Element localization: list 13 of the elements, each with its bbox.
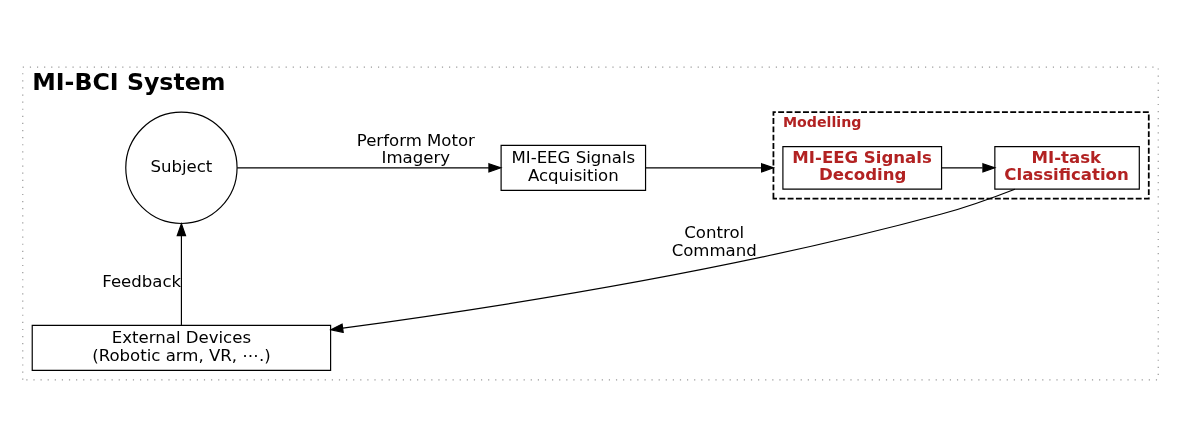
arrow <box>941 162 997 173</box>
node-circle: Subject <box>125 111 238 225</box>
arrow <box>645 162 776 173</box>
node-box: External Devices (Robotic arm, VR, ⋯.) <box>31 324 332 371</box>
edge-label: Feedback <box>102 272 182 292</box>
edge-label: Control Command <box>671 222 757 260</box>
edge-label: Perform Motor Imagery <box>356 130 475 168</box>
node-box: MI-EEG Signals Acquisition <box>500 144 647 191</box>
arrow <box>236 162 503 173</box>
node-box: MI-EEG Signals Decoding <box>782 145 943 190</box>
arrow <box>176 221 187 326</box>
arrow <box>329 188 1016 334</box>
node-box: MI-task Classification <box>994 145 1140 190</box>
